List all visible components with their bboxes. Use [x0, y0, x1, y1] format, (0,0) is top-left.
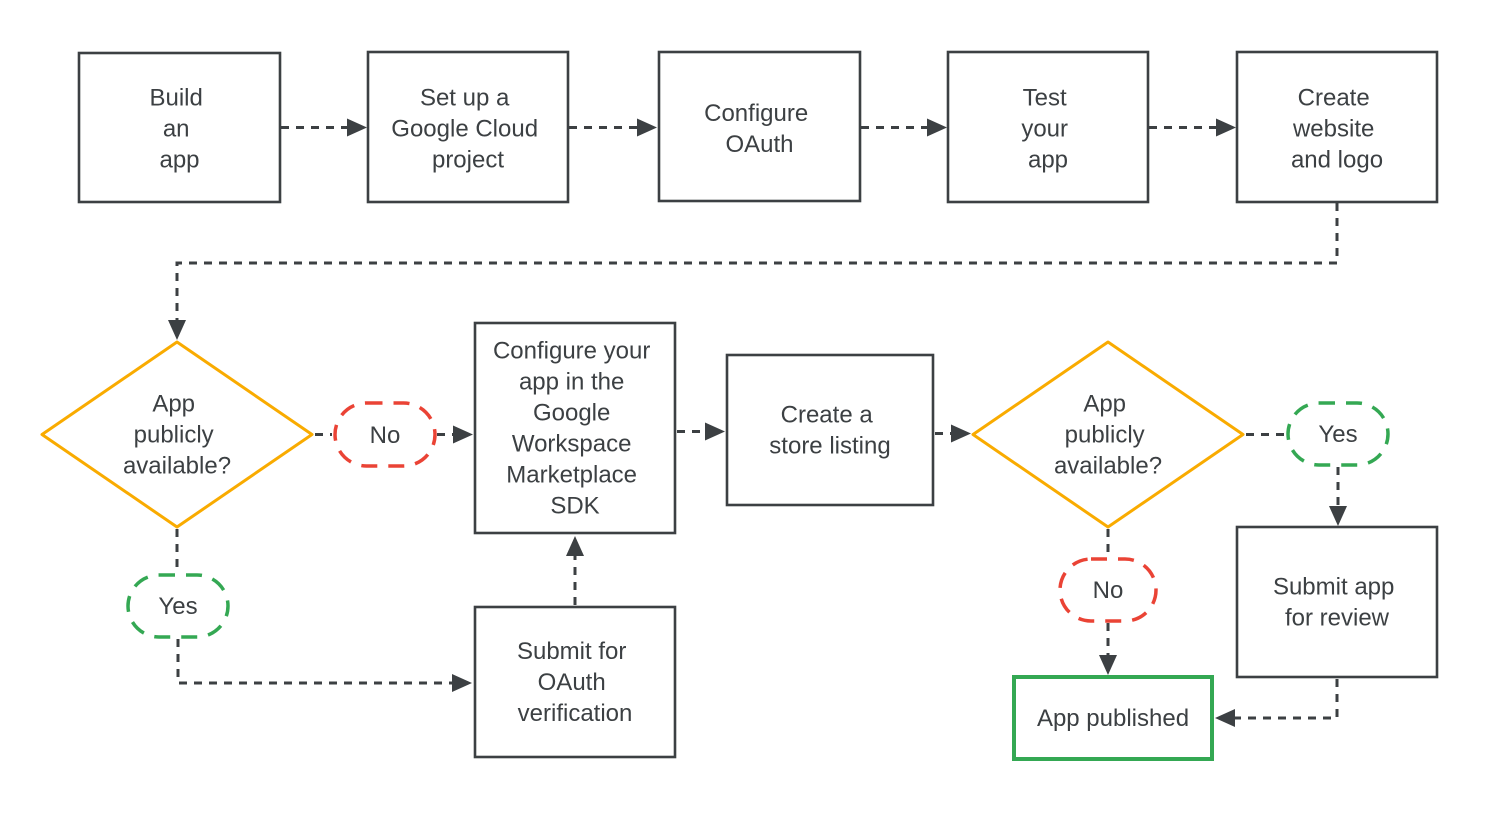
- label-line: project: [432, 147, 504, 174]
- no2-pill: [1058, 557, 1158, 623]
- label-line: store listing: [769, 433, 890, 460]
- submit-review-label: Submit app for review: [1273, 574, 1401, 632]
- build-app-label: Build an app: [149, 85, 209, 174]
- yes2-pill: [1286, 401, 1390, 467]
- decision1-diamond: [40, 340, 314, 529]
- label-line: App: [152, 391, 195, 418]
- yes1-pill: [126, 573, 230, 639]
- app-published-label: App published: [1037, 705, 1189, 732]
- website-logo-node: [1235, 50, 1439, 204]
- label-line: publicly: [1065, 422, 1145, 449]
- decision2-label: App publicly available?: [1054, 391, 1162, 480]
- label-line: verification: [518, 700, 633, 727]
- website-logo-label: Create website and logo: [1291, 85, 1383, 174]
- build-app-node: [77, 51, 282, 204]
- label-line: Configure: [704, 100, 808, 127]
- label-line: No: [370, 422, 401, 449]
- yes2-label: Yes: [1318, 421, 1357, 448]
- label-line: Marketplace: [506, 462, 637, 489]
- label-line: SDK: [550, 493, 599, 520]
- submit-review-node: [1235, 525, 1439, 679]
- label-line: Workspace: [512, 431, 632, 458]
- label-line: Test: [1023, 85, 1067, 112]
- label-line: an: [163, 116, 190, 143]
- label-line: and logo: [1291, 147, 1383, 174]
- no2-label: No: [1093, 577, 1124, 604]
- label-line: app in the: [519, 369, 624, 396]
- label-line: OAuth: [725, 131, 793, 158]
- label-line: OAuth: [538, 669, 606, 696]
- sdk-node: [473, 321, 677, 535]
- label-line: your: [1021, 116, 1068, 143]
- label-line: for review: [1285, 605, 1390, 632]
- label-line: available?: [1054, 453, 1162, 480]
- decision1-label: App publicly available?: [123, 391, 231, 480]
- label-line: Yes: [158, 593, 197, 620]
- yes1-label: Yes: [158, 593, 197, 620]
- configure-oauth-node: [657, 50, 862, 203]
- label-line: Google: [533, 400, 610, 427]
- sdk-label: Configure your app in the Google Workspa…: [493, 338, 657, 520]
- label-line: Create: [1298, 85, 1370, 112]
- decision2-diamond: [971, 340, 1245, 529]
- store-listing-label: Create a store listing: [769, 402, 890, 460]
- no1-label: No: [370, 422, 401, 449]
- label-line: app: [1028, 147, 1068, 174]
- label-line: Set up a: [420, 85, 510, 112]
- label-line: Create a: [781, 402, 874, 429]
- configure-oauth-label: Configure OAuth: [704, 100, 815, 158]
- label-line: Submit for: [517, 638, 626, 665]
- edge-yes-to-oauth-verification: [176, 639, 472, 692]
- label-line: Submit app: [1273, 574, 1394, 601]
- label-line: Build: [149, 85, 202, 112]
- label-line: app: [159, 147, 199, 174]
- label-line: available?: [123, 453, 231, 480]
- test-app-label: Test your app: [1021, 85, 1074, 174]
- label-line: Configure your: [493, 338, 650, 365]
- no1-pill: [333, 401, 437, 468]
- edge-submit-review-to-published: [1215, 679, 1339, 727]
- label-line: website: [1292, 116, 1374, 143]
- oauth-verification-node: [473, 605, 677, 759]
- label-line: Google Cloud: [391, 116, 538, 143]
- cloud-project-node: [366, 50, 570, 204]
- cloud-project-label: Set up a Google Cloud project: [391, 85, 544, 174]
- app-published-node: [1012, 675, 1214, 761]
- label-line: App published: [1037, 705, 1189, 732]
- label-line: Yes: [1318, 421, 1357, 448]
- label-line: No: [1093, 577, 1124, 604]
- label-line: App: [1083, 391, 1126, 418]
- label-line: publicly: [134, 422, 214, 449]
- edge-website-to-decision1: [168, 203, 1339, 340]
- store-listing-node: [725, 353, 935, 507]
- oauth-verification-label: Submit for OAuth verification: [517, 638, 633, 727]
- test-app-node: [946, 50, 1150, 204]
